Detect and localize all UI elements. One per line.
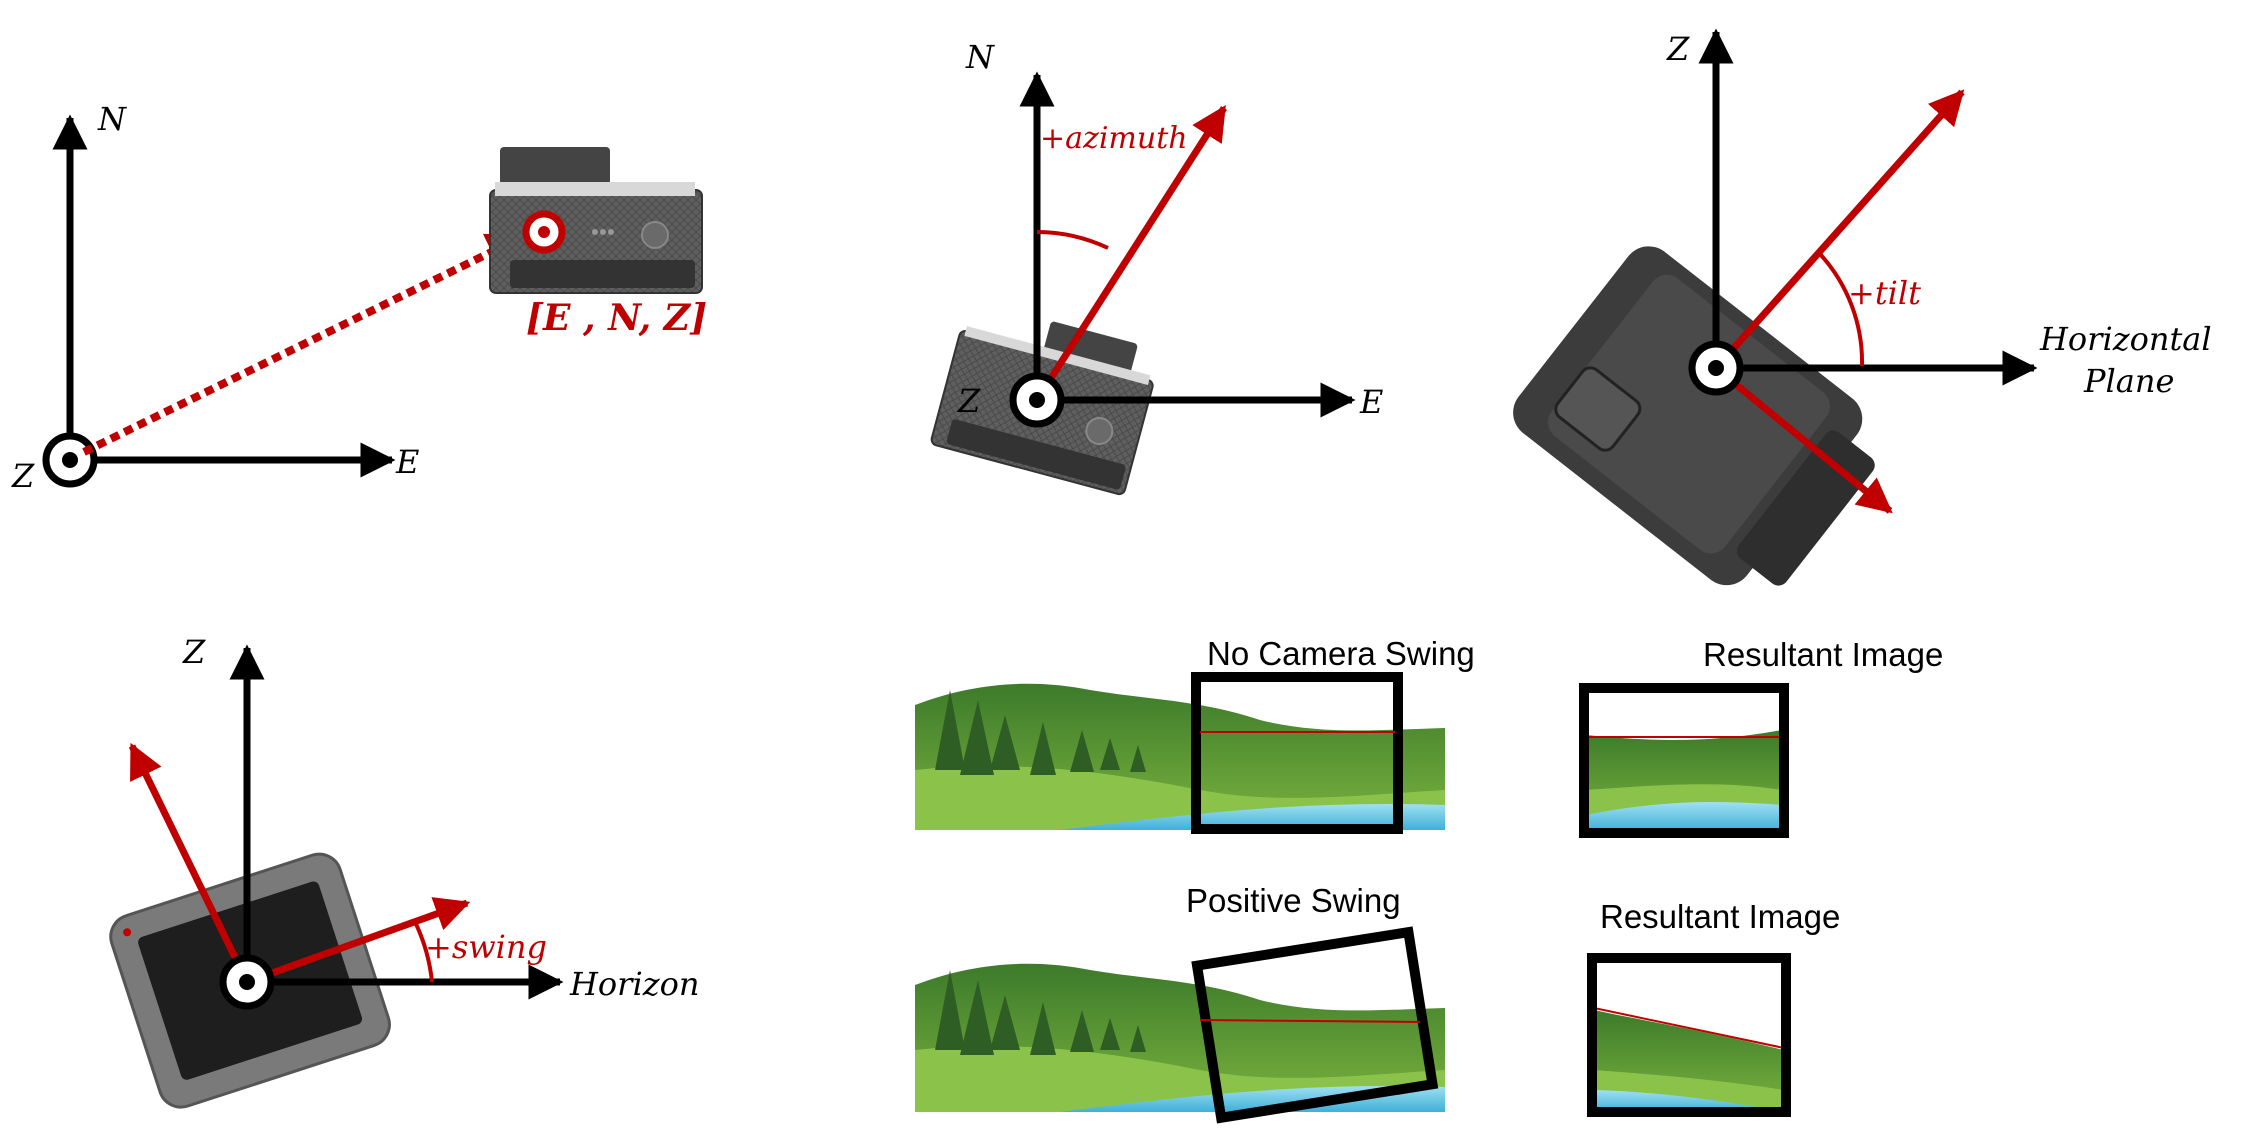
result-image-positive-swing — [1594, 1007, 1784, 1112]
horizontal-plane-label-line2: Plane — [2083, 362, 2174, 400]
no-swing-title: No Camera Swing — [1207, 635, 1475, 672]
camera-position-label: [E , N, Z] — [526, 297, 707, 339]
position-vector — [82, 232, 528, 456]
swing-right-vector — [245, 897, 471, 986]
axis-label-z: Z — [182, 633, 206, 671]
tilt-angle-label: +tilt — [1848, 274, 1921, 312]
camera-side-tilted — [1513, 246, 1875, 586]
result-frame-positive-swing — [1587, 953, 1791, 1117]
landscape-no-swing — [915, 683, 1445, 830]
swing-angle-label: +swing — [425, 928, 547, 966]
tilt-direction-vector — [1713, 89, 1965, 371]
swing-arc — [414, 923, 434, 983]
horizon-label: Horizon — [569, 965, 699, 1003]
positive-swing-title: Positive Swing — [1186, 882, 1401, 919]
panel-tilt: Z Horizontal Plane +tilt — [1513, 28, 2212, 586]
camera-top-view — [489, 147, 703, 294]
tilt-perpendicular-vector — [1713, 365, 1893, 514]
panel-images: No Camera Swing Resultant Image Po — [915, 635, 1943, 1124]
result-image-no-swing — [1586, 730, 1782, 831]
axis-label-z: Z — [957, 382, 981, 420]
panel-azimuth: N E Z +azimuth — [930, 38, 1383, 496]
axis-label-n: N — [965, 38, 995, 76]
result-frame-no-swing — [1579, 683, 1789, 838]
azimuth-angle-label: +azimuth — [1040, 121, 1188, 156]
axis-label-e: E — [395, 443, 419, 481]
camera-frame-positive-swing — [1191, 926, 1439, 1124]
landscape-positive-swing — [915, 963, 1445, 1112]
tilt-arc — [1818, 252, 1865, 367]
azimuth-arc — [1036, 230, 1109, 250]
axis-label-z: Z — [11, 457, 35, 495]
axis-label-e: E — [1359, 383, 1383, 421]
no-swing-result-title: Resultant Image — [1703, 636, 1943, 673]
camera-frame-no-swing — [1191, 672, 1403, 834]
axis-label-n: N — [97, 100, 127, 138]
axis-label-z: Z — [1666, 30, 1690, 68]
panel-swing: Z Horizon +swing — [109, 633, 699, 1109]
horizontal-plane-label-line1: Horizontal — [2039, 320, 2212, 358]
azimuth-direction-vector — [1034, 105, 1227, 402]
swing-up-vector — [128, 742, 251, 984]
positive-swing-result-title: Resultant Image — [1600, 898, 1840, 935]
panel-position: N E Z [E , N, Z] — [11, 100, 707, 495]
